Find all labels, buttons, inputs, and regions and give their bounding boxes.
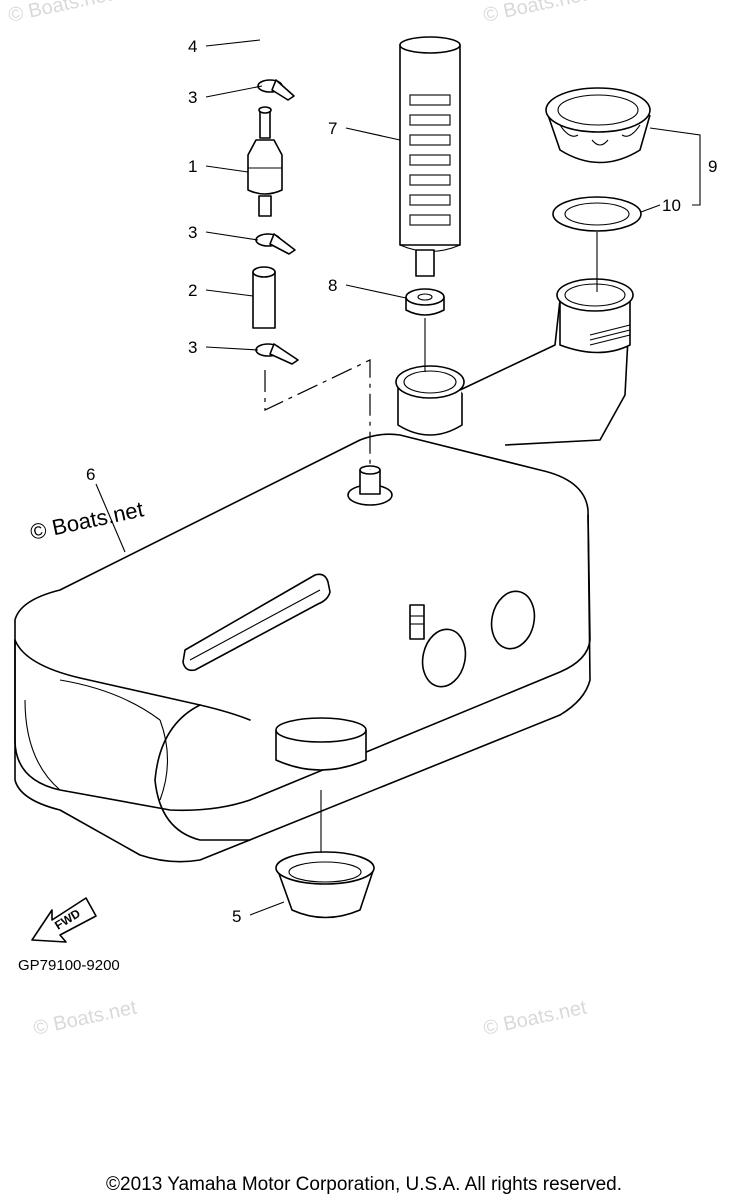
leader-lines [95, 39, 701, 916]
part-3-clip-top [257, 79, 295, 101]
callout-10: 10 [662, 196, 681, 215]
watermark-top-right: © Boats.net [481, 0, 589, 27]
callout-1: 1 [188, 157, 197, 176]
callout-3-middle: 3 [188, 223, 197, 242]
part-7-strainer [399, 36, 461, 277]
callout-8: 8 [328, 276, 337, 295]
fwd-arrow-icon: FWD [31, 897, 97, 943]
part-3-clip-bottom [255, 343, 299, 365]
callout-6: 6 [86, 465, 95, 484]
watermark-bottom-right: © Boats.net [481, 996, 589, 1039]
callout-2: 2 [188, 281, 197, 300]
callout-4: 4 [188, 37, 197, 56]
part-3-clip-middle [255, 233, 296, 255]
callout-7: 7 [328, 119, 337, 138]
watermark-dark: © Boats.net [28, 496, 146, 544]
watermark-bottom-left: © Boats.net [31, 996, 139, 1039]
callout-5: 5 [232, 907, 241, 926]
part-2-pipe [252, 266, 276, 329]
callout-3-top: 3 [188, 88, 197, 107]
part-4-hose [257, 0, 331, 95]
callout-3-bottom: 3 [188, 338, 197, 357]
part-1-filter [247, 106, 283, 217]
part-5-drain-cap [275, 851, 375, 919]
part-9-filler-cap [545, 87, 651, 164]
watermark-top-left: © Boats.net [6, 0, 114, 27]
copyright-notice: ©2013 Yamaha Motor Corporation, U.S.A. A… [106, 1174, 622, 1195]
callout-9: 9 [708, 157, 717, 176]
part-8-grommet [405, 288, 445, 316]
callouts: 4 3 1 3 2 3 7 8 9 10 6 5 [86, 37, 717, 926]
oil-tank [14, 278, 634, 863]
part-10-gasket [552, 196, 642, 232]
drawing-code: GP79100-9200 [18, 957, 120, 974]
